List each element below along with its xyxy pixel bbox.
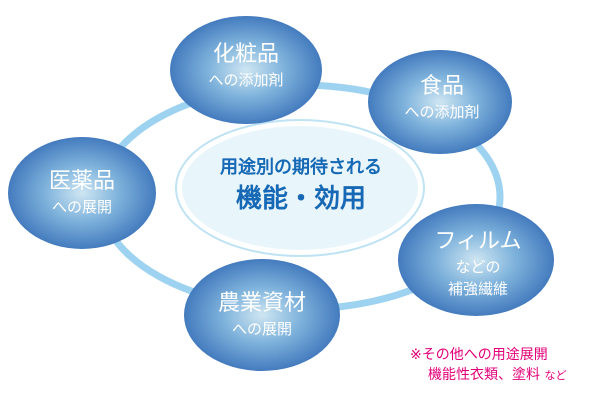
center-subtitle: 用途別の期待される [220,157,382,178]
footnote: ※その他への用途展開 機能性衣類、塗料 など [410,345,566,386]
center-ellipse-border [175,119,425,257]
node-pharma-subtitle: への展開 [51,198,113,216]
node-cosmetics-title: 化粧品 [212,42,280,67]
node-cosmetics [170,16,322,124]
node-food-subtitle: への添加剤 [404,103,480,121]
node-agri [184,259,340,371]
node-agri-title: 農業資材 [217,291,307,316]
node-film-title: フィルム [434,229,522,254]
node-pharma [8,137,156,249]
node-film [398,204,554,316]
node-food-title: 食品 [419,74,465,99]
node-pharma-title: 医薬品 [48,169,116,194]
center-label: 用途別の期待される 機能・効用 [220,155,382,217]
footnote-line-1: ※その他への用途展開 [410,347,548,363]
footnote-line-2-small: など [544,369,567,382]
node-cosmetics-label: 化粧品 への添加剤 [208,41,283,91]
footnote-line-2-main: 機能性衣類、塗料 [428,367,540,383]
node-film-subtitle-2: 補強繊維 [447,280,508,298]
node-food-label: 食品 への添加剤 [404,73,479,123]
center-title: 機能・効用 [235,184,366,214]
node-film-subtitle: などの [455,258,501,276]
node-cosmetics-subtitle: への添加剤 [208,71,284,89]
footnote-line-2: 機能性衣類、塗料 など [410,365,566,386]
node-food [368,50,512,154]
center-ellipse [178,122,422,254]
node-pharma-label: 医薬品 への展開 [49,168,115,218]
node-agri-subtitle: への展開 [231,320,293,338]
node-agri-label: 農業資材 への展開 [218,290,306,340]
node-film-label: フィルム などの 補強繊維 [434,228,521,300]
